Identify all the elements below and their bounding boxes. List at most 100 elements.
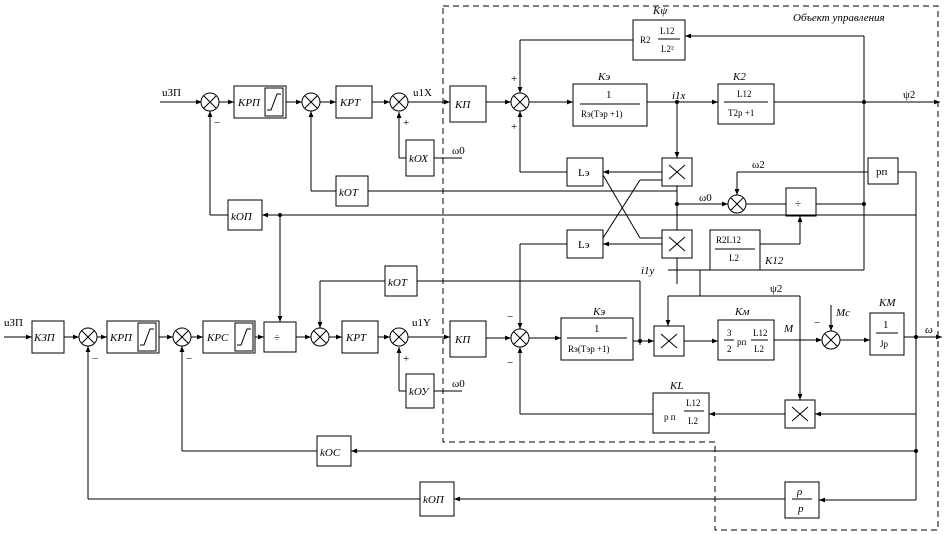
p-n-block: pп [867, 157, 899, 185]
svg-text:L12: L12 [686, 398, 701, 408]
k-l-label: KL [669, 380, 683, 392]
svg-text:R2: R2 [640, 35, 651, 45]
summer-1 [200, 92, 220, 112]
svg-text:kОС: kОС [320, 447, 341, 459]
summer-6 [172, 327, 192, 347]
multiplier-feedback [784, 399, 816, 429]
svg-text:3: 3 [727, 328, 732, 338]
k-M-label: KM [878, 297, 896, 309]
svg-text:L12: L12 [660, 26, 675, 36]
omega2-label: ω2 [752, 159, 765, 171]
svg-text:L12: L12 [753, 328, 768, 338]
svg-text:2: 2 [727, 344, 732, 354]
summer-5 [78, 327, 98, 347]
svg-text:kОТ: kОТ [339, 187, 359, 199]
svg-text:1: 1 [883, 319, 889, 331]
i1y-label: i1y [641, 265, 655, 277]
svg-text:1: 1 [606, 89, 612, 101]
svg-text:R2L12: R2L12 [716, 235, 741, 245]
k-e-top-label: Kэ [597, 71, 610, 83]
k-l-block: p п L12 L2 [652, 392, 710, 434]
svg-text:kОП: kОП [423, 494, 445, 506]
divider-block-top: ÷ [785, 187, 817, 217]
u-zp-bottom-label: uЗП [4, 317, 23, 329]
sign: + [403, 353, 409, 365]
svg-text:Lэ: Lэ [578, 167, 590, 179]
omega-output-label: ω [925, 324, 933, 336]
k-rt-bottom-block: KРТ [341, 320, 379, 354]
k-M-block: 1 Jp [869, 312, 905, 356]
k-e-top-block: 1 Rэ(Tэp +1) [572, 83, 648, 127]
k-ox-block: kОХ [405, 139, 435, 177]
svg-text:kОТ: kОТ [388, 277, 408, 289]
u-zp-top-label: uЗП [162, 87, 181, 99]
k-oy-block: kОУ [405, 373, 435, 409]
multiplier-bottom [653, 325, 685, 357]
k-rc-block: KРС [202, 320, 256, 354]
boundary-label: Объект управления [793, 12, 885, 24]
omega0-mid-label: ω0 [699, 192, 712, 204]
svg-text:KРП: KРП [109, 332, 133, 344]
l-e-top-block: Lэ [566, 157, 604, 187]
u1x-label: u1X [413, 87, 432, 99]
summer-torque [821, 330, 841, 350]
svg-text:KРП: KРП [237, 97, 261, 109]
k-ot-top-block: kОТ [335, 175, 369, 207]
psi2-mid-label: ψ2 [770, 283, 782, 295]
svg-text:p: p [797, 503, 804, 515]
summer-omega [727, 194, 747, 214]
svg-text:KП: KП [454, 99, 471, 111]
svg-text:Jp: Jp [880, 339, 889, 349]
svg-text:p п: p п [664, 412, 676, 422]
junction [638, 339, 642, 343]
svg-text:Rэ(Tэp +1): Rэ(Tэp +1) [568, 344, 610, 354]
l-e-bottom-block: Lэ [566, 229, 604, 259]
k-e-bottom-block: 1 Rэ(Tэp +1) [560, 317, 634, 361]
wire [602, 174, 641, 239]
k-m-label: Kм [734, 306, 749, 318]
k-zp-block: KЗП [31, 320, 65, 354]
svg-text:KРТ: KРТ [345, 332, 367, 344]
sign: − [186, 353, 192, 365]
svg-text:÷: ÷ [795, 198, 801, 210]
m-label: M [783, 323, 794, 335]
svg-text:L2: L2 [729, 253, 739, 263]
svg-text:Lэ: Lэ [578, 239, 590, 251]
junction [914, 335, 918, 339]
rho-over-p-block: ρ p [784, 481, 820, 519]
multiplier-top [661, 157, 693, 187]
svg-text:L2²: L2² [661, 44, 674, 54]
svg-text:KРТ: KРТ [339, 97, 361, 109]
mc-label: Mc [835, 307, 850, 319]
plant-boundary [442, 5, 939, 531]
k-e-bottom-label: Kэ [592, 306, 605, 318]
k-psi-label: Kψ [652, 5, 667, 17]
i1x-label: i1x [672, 90, 686, 102]
svg-text:KЗП: KЗП [33, 332, 56, 344]
sign: + [403, 117, 409, 129]
omega0-bottom-label: ω0 [452, 378, 465, 390]
svg-text:KП: KП [454, 334, 471, 346]
k-m-block: 3 2 pп L12 L2 [717, 319, 775, 361]
sign: − [92, 353, 98, 365]
svg-text:kОУ: kОУ [409, 386, 430, 398]
svg-text:pп: pп [737, 337, 747, 347]
k12-label: K12 [764, 255, 784, 267]
divider-block-bottom: ÷ [263, 321, 297, 353]
k-rp-bottom-block: KРП [106, 320, 160, 354]
summer-3 [389, 92, 409, 112]
svg-text:KРС: KРС [206, 332, 229, 344]
svg-text:L2: L2 [688, 416, 698, 426]
svg-text:kОП: kОП [231, 211, 253, 223]
k12-block: R2L12 L2 [709, 229, 761, 271]
sign: − [507, 311, 513, 323]
k2-label: K2 [732, 71, 746, 83]
summer-4 [510, 92, 530, 112]
sign: + [511, 121, 517, 133]
svg-text:÷: ÷ [274, 332, 280, 344]
k2-block: L12 T2p +1 [717, 83, 775, 125]
svg-text:T2p +1: T2p +1 [728, 108, 754, 118]
k-rt-top-block: KРТ [335, 85, 373, 119]
wire [602, 179, 641, 239]
